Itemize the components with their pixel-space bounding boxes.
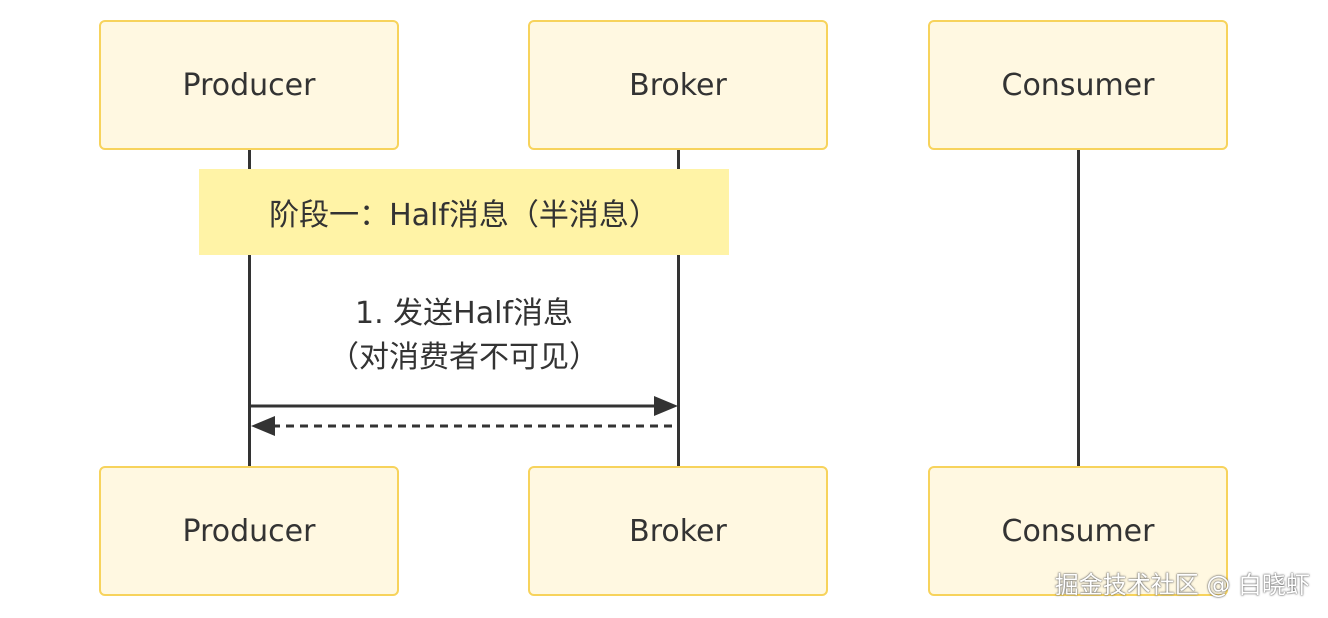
broker-lifeline (677, 150, 680, 466)
consumer-box-bottom: Consumer (928, 466, 1228, 596)
producer-box-bottom: Producer (99, 466, 399, 596)
participant-label: Producer (182, 513, 316, 549)
request-arrow-head (654, 396, 678, 416)
participant-label: Producer (182, 67, 316, 103)
consumer-box-top: Consumer (928, 20, 1228, 150)
message-label-line1: 1. 发送Half消息 (355, 296, 573, 331)
watermark-text: 掘金技术社区 @ 白晓虾 (1054, 571, 1310, 599)
consumer-lifeline (1077, 150, 1080, 466)
participant-label: Broker (629, 67, 727, 103)
phase-note: 阶段一：Half消息（半消息） (199, 169, 729, 255)
phase-note-text: 阶段一：Half消息（半消息） (269, 198, 659, 233)
response-arrow-head (251, 416, 275, 436)
broker-box-top: Broker (528, 20, 828, 150)
participant-label: Consumer (1001, 513, 1155, 549)
broker-box-bottom: Broker (528, 466, 828, 596)
producer-box-top: Producer (99, 20, 399, 150)
message-label-line2: （对消费者不可见） (329, 340, 599, 375)
participant-label: Consumer (1001, 67, 1155, 103)
producer-lifeline (248, 150, 251, 466)
participant-label: Broker (629, 513, 727, 549)
